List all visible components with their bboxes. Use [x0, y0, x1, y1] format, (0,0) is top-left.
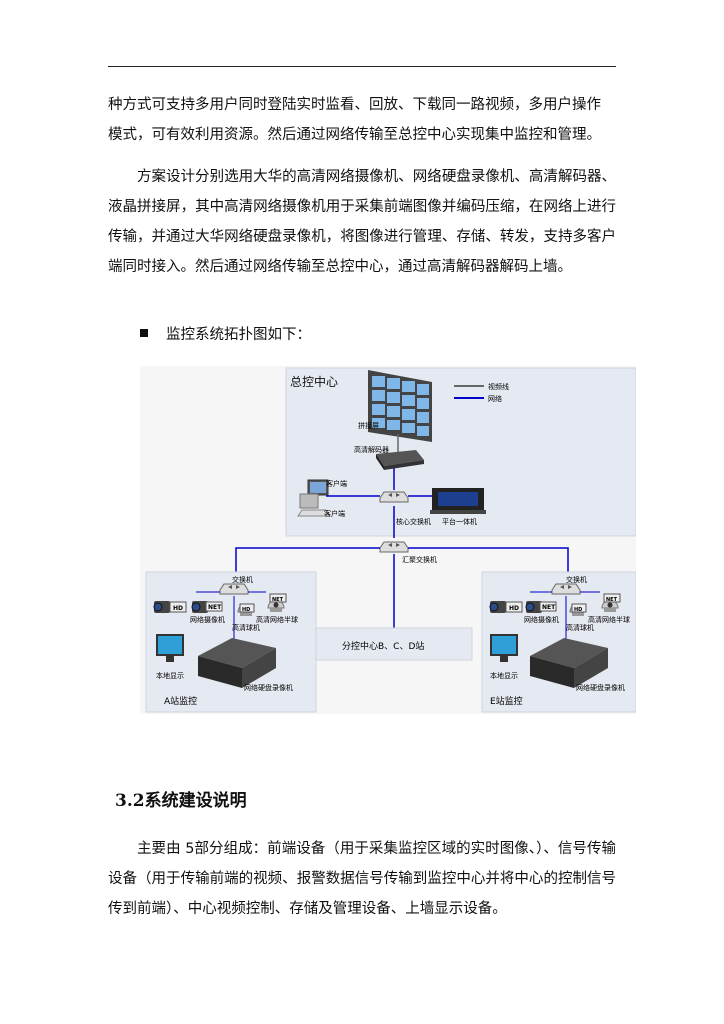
- sub-center-panel: [315, 627, 473, 661]
- station-e-nvr-label: 网络硬盘录像机: [576, 683, 625, 692]
- station-e-hd-text: HD: [509, 605, 519, 612]
- section-heading: 3.2系统建设说明: [115, 791, 247, 811]
- station-e-local-label: 本地显示: [490, 671, 518, 680]
- station-a-nvr-label: 网络硬盘录像机: [244, 683, 293, 692]
- legend-network-label: 网络: [488, 394, 502, 403]
- platform-server-icon: [430, 488, 486, 514]
- station-a-nvr-icon: [198, 638, 276, 688]
- station-e-net-text: NET: [542, 604, 556, 611]
- paragraph-1-line-2: 模式，可有效利用资源。然后通过网络传输至总控中心实现集中监控和管理。: [108, 127, 601, 143]
- video-wall-icon: [368, 370, 432, 442]
- topology-diagram: 总控中心 视频线 网络 拼接屏 高清解码器 核心交换机 客户端 客户端: [140, 366, 636, 714]
- core-switch-icon: [379, 491, 409, 503]
- platform-label: 平台一体机: [442, 517, 477, 526]
- paragraph-3-text: 主要由 5部分组成：前端设备（用于采集监控区域的实时图像、）、信号传输设备（用于…: [108, 841, 616, 917]
- station-a-hd-text: HD: [173, 605, 183, 612]
- station-a-hd-badge: [169, 601, 187, 613]
- client-label-1: 客户端: [326, 479, 347, 488]
- decoder-label: 高清解码器: [354, 445, 389, 454]
- center-title: 总控中心: [290, 374, 338, 389]
- station-a-net-badge: [205, 601, 223, 612]
- station-e-monitor-icon: [490, 634, 518, 662]
- core-switch-label: 核心交换机: [396, 517, 431, 526]
- paragraph-1-line-1: 种方式可支持多用户同时登陆实时监看、回放、下载同一路视频，多用户操作: [108, 97, 601, 113]
- station-a-dome-label: 高清网络半球: [256, 615, 298, 624]
- bullet-text: 监控系统拓扑图如下：: [166, 327, 311, 343]
- station-a-dome-net-text: NET: [272, 597, 284, 603]
- station-e-title: E站监控: [490, 695, 523, 707]
- station-e-dome-label: 高清网络半球: [588, 615, 630, 624]
- client-computer-icon: [297, 479, 331, 517]
- bullet-item: 监控系统拓扑图如下：: [140, 320, 311, 350]
- station-a-camhd-label: 高清球机: [232, 623, 260, 632]
- station-a-local-label: 本地显示: [156, 671, 184, 680]
- station-e-nvr-icon: [530, 638, 608, 688]
- station-e-camhd-label: 高清球机: [566, 623, 594, 632]
- station-a-title: A站监控: [164, 695, 197, 707]
- station-e-hd-badge: [505, 601, 523, 613]
- station-e-dome-hd-text: HD: [574, 607, 582, 613]
- video-wall-label: 拼接屏: [358, 421, 379, 430]
- sub-center-label: 分控中心B、C、D站: [342, 640, 424, 652]
- station-a-net-text: NET: [208, 604, 222, 611]
- station-a-camip-label: 网络摄像机: [190, 615, 225, 624]
- station-a-switch-label: 交换机: [232, 575, 253, 584]
- legend-video-label: 视频线: [488, 382, 509, 391]
- aggregation-switch-label: 汇聚交换机: [402, 555, 437, 564]
- paragraph-1: 种方式可支持多用户同时登陆实时监看、回放、下载同一路视频，多用户操作 模式，可有…: [108, 90, 616, 150]
- station-a-switch-icon: [219, 583, 249, 595]
- station-e-camip-label: 网络摄像机: [524, 615, 559, 624]
- square-bullet-icon: [140, 329, 148, 337]
- station-e-switch-icon: [551, 583, 581, 595]
- paragraph-2-text: 方案设计分别选用大华的高清网络摄像机、网络硬盘录像机、高清解码器、液晶拼接屏，其…: [108, 169, 616, 275]
- station-a-dome-hd-text: HD: [242, 607, 250, 613]
- station-e-net-badge: [539, 601, 557, 612]
- header-rule: [108, 66, 616, 67]
- station-a-monitor-icon: [156, 634, 184, 662]
- client-label-2: 客户端: [324, 509, 345, 518]
- station-e-switch-label: 交换机: [566, 575, 587, 584]
- aggregation-switch-icon: [379, 541, 409, 553]
- paragraph-2: 方案设计分别选用大华的高清网络摄像机、网络硬盘录像机、高清解码器、液晶拼接屏，其…: [108, 162, 616, 282]
- paragraph-3: 主要由 5部分组成：前端设备（用于采集监控区域的实时图像、）、信号传输设备（用于…: [108, 834, 616, 924]
- station-e-dome-net-text: NET: [606, 597, 618, 603]
- decoder-icon: [376, 450, 424, 470]
